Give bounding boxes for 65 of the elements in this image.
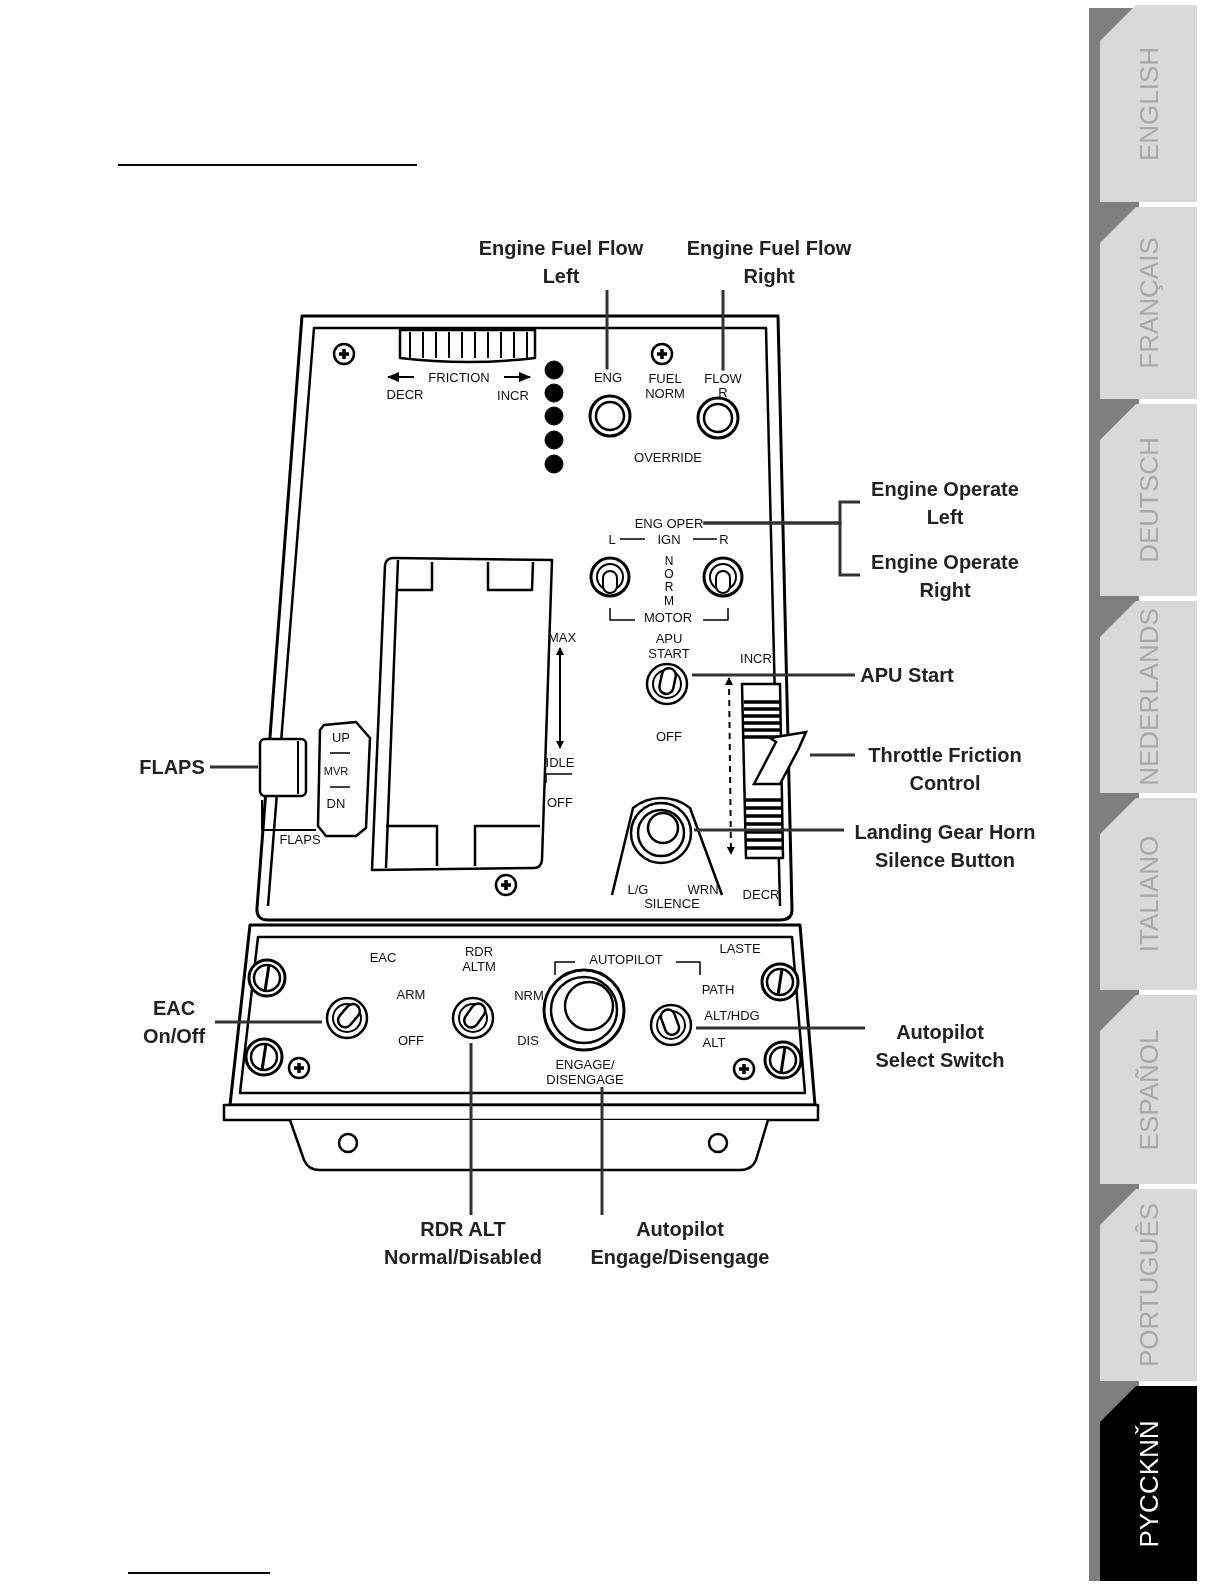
panel-label: R [719, 531, 729, 547]
push-button [628, 800, 694, 866]
callout-label: APU Start [855, 661, 959, 689]
panel-label: R [718, 384, 728, 400]
panel-label: SILENCE [644, 895, 700, 911]
callout-label: Engine Operate Left [860, 475, 1030, 531]
leader-line [600, 1087, 604, 1215]
callout-label: Engine Fuel Flow Right [679, 234, 859, 290]
panel-label: ALT [702, 1034, 726, 1050]
panel-label: ENG [593, 369, 623, 385]
panel-label: INCR [497, 387, 529, 403]
leader-line [696, 1026, 865, 1030]
panel-label: NRM [514, 987, 544, 1003]
panel-label: ARM [396, 986, 426, 1002]
leader-line [694, 828, 844, 832]
leader-line [703, 521, 860, 577]
panel-label: DIS [517, 1032, 539, 1048]
panel-label: INCR [740, 650, 772, 666]
panel-label: OFF [398, 1032, 424, 1048]
leader-line [721, 290, 725, 371]
panel-label: OFF [547, 794, 573, 810]
callout-label: EAC On/Off [133, 994, 215, 1050]
callout-label: Throttle Friction Control [855, 741, 1035, 797]
panel-label: OVERRIDE [634, 449, 702, 465]
panel-label: FLAPS [279, 831, 321, 847]
leader-line [210, 765, 258, 769]
callout-label: Autopilot Engage/Disengage [580, 1215, 780, 1271]
leader-line [215, 1020, 322, 1024]
panel-label: LASTE [719, 940, 761, 956]
language-tab: PYCCKNŇ [1100, 1386, 1197, 1581]
leader-line [605, 290, 609, 370]
leader-line [692, 673, 855, 677]
panel-label: DECR [742, 886, 780, 902]
panel-label: ENGAGE/ DISENGAGE [535, 1057, 635, 1087]
leader-line [810, 753, 855, 757]
panel-label: IDLE [545, 754, 575, 770]
panel-label: ALT/HDG [704, 1007, 760, 1023]
panel-label: APU START [647, 631, 691, 661]
panel-label: PATH [701, 981, 735, 997]
panel-label: DECR [386, 386, 424, 402]
panel-label: AUTOPILOT [589, 951, 663, 967]
lever [258, 737, 308, 798]
panel-label: NORM [663, 554, 675, 608]
callout-label: Engine Operate Right [860, 548, 1030, 604]
panel-label: EAC [369, 949, 397, 965]
panel-label: UP [331, 729, 351, 745]
panel-label: ENG OPER [634, 515, 704, 531]
callout-label: FLAPS [134, 753, 210, 781]
panel-label: MOTOR [643, 609, 693, 625]
panel-label: L/G [627, 881, 649, 897]
panel-label: RDR ALTM [461, 944, 497, 974]
panel-label: IGN [657, 531, 681, 547]
panel-label: FRICTION [428, 369, 490, 385]
callout-label: Autopilot Select Switch [865, 1018, 1015, 1074]
callout-label: Landing Gear Horn Silence Button [844, 818, 1046, 874]
panel-label: WRN [687, 881, 719, 897]
panel-label: MVR [323, 763, 349, 779]
panel-label: OFF [656, 728, 682, 744]
panel-label: DN [326, 795, 346, 811]
callout-label: RDR ALT Normal/Disabled [373, 1215, 553, 1271]
panel-label: FLOW [704, 370, 742, 386]
callout-label: Engine Fuel Flow Left [471, 234, 651, 290]
panel-label: FUEL NORM [644, 371, 686, 401]
panel-label: L [608, 531, 616, 547]
leader-line [469, 1043, 473, 1215]
